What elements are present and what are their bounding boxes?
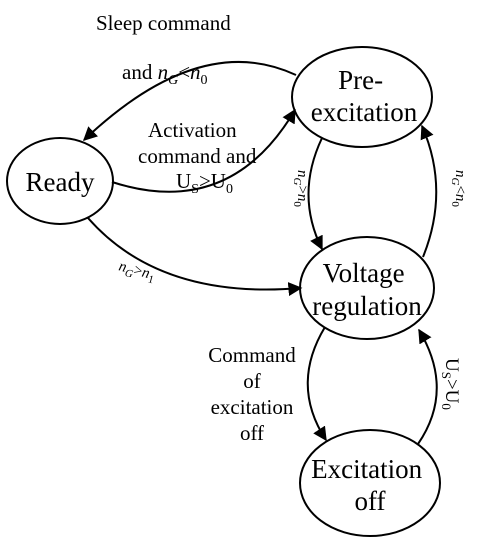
state-voltage-regulation: Voltage regulation bbox=[299, 236, 435, 340]
edge-sleep-label-line1: Sleep command bbox=[96, 11, 231, 35]
state-voltage-regulation-label-line2: regulation bbox=[312, 291, 422, 321]
edge-voltage-to-pre-arrow bbox=[420, 124, 438, 258]
edge-activation-arrow bbox=[111, 108, 296, 193]
svg-text:Excitation off: Excitation off bbox=[311, 454, 429, 516]
state-excitation-off: Excitation off bbox=[299, 429, 441, 537]
edge-sleep-label-var2: n bbox=[190, 60, 201, 84]
edge-command-off-line3: excitation bbox=[211, 395, 294, 419]
edge-command-off-line4: off bbox=[240, 421, 264, 445]
edge-command-off-line2: of bbox=[243, 369, 261, 393]
edge-command-off-arrow bbox=[306, 326, 327, 442]
edge-activation-label-base: U bbox=[176, 169, 191, 193]
state-pre-excitation: Pre- excitation bbox=[291, 46, 433, 148]
state-pre-excitation-label-line2: excitation bbox=[311, 97, 418, 127]
edge-sleep-label-var: n bbox=[158, 60, 169, 84]
svg-text:Voltage regulation: Voltage regulation bbox=[312, 258, 422, 321]
edge-sleep-label-op: < bbox=[178, 60, 190, 84]
edge-voltage-to-pre-label: nG<n0 bbox=[449, 170, 468, 207]
state-pre-excitation-label-line1: Pre- bbox=[338, 65, 383, 95]
state-excitation-off-label-line2: off bbox=[355, 486, 386, 516]
svg-text:US>U0: US>U0 bbox=[176, 169, 233, 197]
svg-text:Pre- excitation: Pre- excitation bbox=[311, 65, 418, 127]
edge-sleep-label: Sleep command and nG<n0 bbox=[96, 11, 231, 88]
edge-activation-label: Activation command and US>U0 bbox=[138, 118, 257, 197]
state-ready-label: Ready bbox=[26, 167, 95, 197]
edge-sleep-label-and: and bbox=[122, 60, 158, 84]
state-voltage-regulation-label-line1: Voltage bbox=[323, 258, 405, 288]
state-excitation-off-label-line1: Excitation bbox=[311, 454, 422, 484]
edge-sleep-label-sub: G bbox=[168, 73, 178, 88]
edge-activation-label-op: >U bbox=[199, 169, 226, 193]
edge-ready-to-voltage-arrow bbox=[87, 217, 303, 297]
edge-activation-label-line1: Activation bbox=[148, 118, 237, 142]
edge-activation-label-sub2: 0 bbox=[226, 182, 233, 197]
edge-sleep-arrow bbox=[82, 61, 297, 141]
edge-command-off-label: Command of excitation off bbox=[208, 343, 296, 445]
edge-us-u0-arrow bbox=[417, 328, 438, 445]
edge-activation-label-line2: command and bbox=[138, 144, 257, 168]
edge-us-u0-label: US>U0 bbox=[439, 358, 462, 410]
edge-sleep-label-sub2: 0 bbox=[201, 73, 208, 88]
edge-command-off-line1: Command bbox=[208, 343, 296, 367]
svg-text:and nG<n0: and nG<n0 bbox=[122, 60, 208, 88]
edge-ready-to-voltage-label: nG>n1 bbox=[116, 258, 157, 286]
state-ready: Ready bbox=[6, 137, 114, 225]
edge-pre-to-voltage-label: nG>n0 bbox=[291, 170, 310, 207]
edge-pre-to-voltage-arrow bbox=[307, 137, 323, 251]
edge-activation-label-sub: S bbox=[191, 182, 199, 197]
